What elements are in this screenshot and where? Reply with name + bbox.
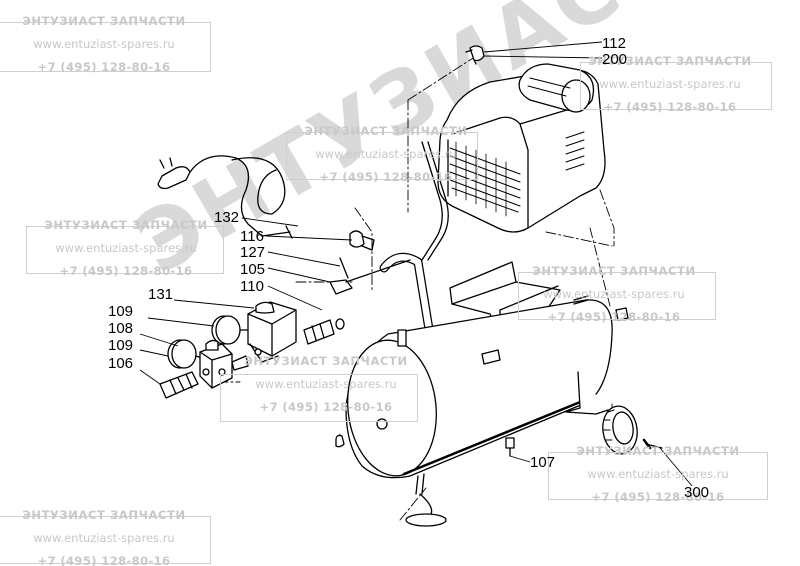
watermark-title: ЭНТУЗИАСТ ЗАПЧАСТИ xyxy=(44,218,208,232)
callout-132: 132 xyxy=(214,209,240,226)
callout-106: 106 xyxy=(108,355,134,372)
watermark-stamp: ЭНТУЗИАСТ ЗАПЧАСТИ www.entuziast-spares.… xyxy=(222,350,430,419)
motor-cover xyxy=(437,63,606,233)
callout-127: 127 xyxy=(240,244,266,261)
watermark-stamp: ЭНТУЗИАСТ ЗАПЧАСТИ www.entuziast-spares.… xyxy=(554,440,762,509)
callout-108: 108 xyxy=(108,320,134,337)
watermark-stamp: ЭНТУЗИАСТ ЗАПЧАСТИ www.entuziast-spares.… xyxy=(282,120,490,189)
callout-107: 107 xyxy=(530,454,556,471)
watermark-frame xyxy=(286,132,478,180)
watermark-phone: +7 (495) 128-80-16 xyxy=(591,490,725,504)
watermark-url: www.entuziast-spares.ru xyxy=(33,37,175,51)
watermark-phone: +7 (495) 128-80-16 xyxy=(37,554,171,566)
wheel xyxy=(602,405,663,455)
callout-300: 300 xyxy=(684,484,710,501)
watermark-url: www.entuziast-spares.ru xyxy=(599,77,741,91)
watermark-frame xyxy=(220,374,418,422)
watermark-stamp: ЭНТУЗИАСТ ЗАПЧАСТИ www.entuziast-spares.… xyxy=(566,50,774,119)
callout-131: 131 xyxy=(148,286,174,303)
watermark-stamp: ЭНТУЗИАСТ ЗАПЧАСТИ www.entuziast-spares.… xyxy=(22,214,230,283)
gauges xyxy=(167,315,249,369)
power-cable xyxy=(157,155,293,239)
watermark-url: www.entuziast-spares.ru xyxy=(255,377,397,391)
watermark-stamp: ЭНТУЗИАСТ ЗАПЧАСТИ www.entuziast-spares.… xyxy=(0,10,208,79)
handle xyxy=(379,252,471,375)
watermark-phone: +7 (495) 128-80-16 xyxy=(319,170,453,184)
callout-112: 112 xyxy=(602,35,626,52)
watermark-phone: +7 (495) 128-80-16 xyxy=(37,60,171,74)
callout-110: 110 xyxy=(240,278,264,295)
watermark-url: www.entuziast-spares.ru xyxy=(587,467,729,481)
callout-200: 200 xyxy=(602,51,628,68)
watermark-title: ЭНТУЗИАСТ ЗАПЧАСТИ xyxy=(304,124,468,138)
watermark-title: ЭНТУЗИАСТ ЗАПЧАСТИ xyxy=(244,354,408,368)
watermark-frame xyxy=(0,22,211,72)
watermark-phone: +7 (495) 128-80-16 xyxy=(259,400,393,414)
watermark-phone: +7 (495) 128-80-16 xyxy=(547,310,681,324)
pressure-switch xyxy=(247,301,297,363)
watermark-title: ЭНТУЗИАСТ ЗАПЧАСТИ xyxy=(576,444,740,458)
watermark-frame xyxy=(0,516,211,564)
watermark-stamp: ЭНТУЗИАСТ ЗАПЧАСТИ www.entuziast-spares.… xyxy=(510,260,718,329)
callout-109-lower: 109 xyxy=(108,337,134,354)
watermark-frame xyxy=(580,62,772,110)
watermark-title: ЭНТУЗИАСТ ЗАПЧАСТИ xyxy=(532,264,696,278)
watermark-title: ЭНТУЗИАСТ ЗАПЧАСТИ xyxy=(588,54,752,68)
watermark-title: ЭНТУЗИАСТ ЗАПЧАСТИ xyxy=(22,14,186,28)
watermark-url: www.entuziast-spares.ru xyxy=(543,287,685,301)
callout-105: 105 xyxy=(240,261,266,278)
watermark-phone: +7 (495) 128-80-16 xyxy=(603,100,737,114)
watermark-url: www.entuziast-spares.ru xyxy=(55,241,197,255)
callout-109: 109 xyxy=(108,303,134,320)
watermark-frame xyxy=(548,452,768,500)
watermark-frame xyxy=(518,272,716,320)
watermark-frame xyxy=(26,226,224,274)
watermark-url: www.entuziast-spares.ru xyxy=(315,147,457,161)
callout-116: 116 xyxy=(240,228,264,245)
watermark-title: ЭНТУЗИАСТ ЗАПЧАСТИ xyxy=(22,508,186,522)
pressure-regulator xyxy=(199,339,249,389)
watermark-url: www.entuziast-spares.ru xyxy=(33,531,175,545)
watermark-phone: +7 (495) 128-80-16 xyxy=(59,264,193,278)
watermark-stamp: ЭНТУЗИАСТ ЗАПЧАСТИ www.entuziast-spares.… xyxy=(0,504,208,566)
